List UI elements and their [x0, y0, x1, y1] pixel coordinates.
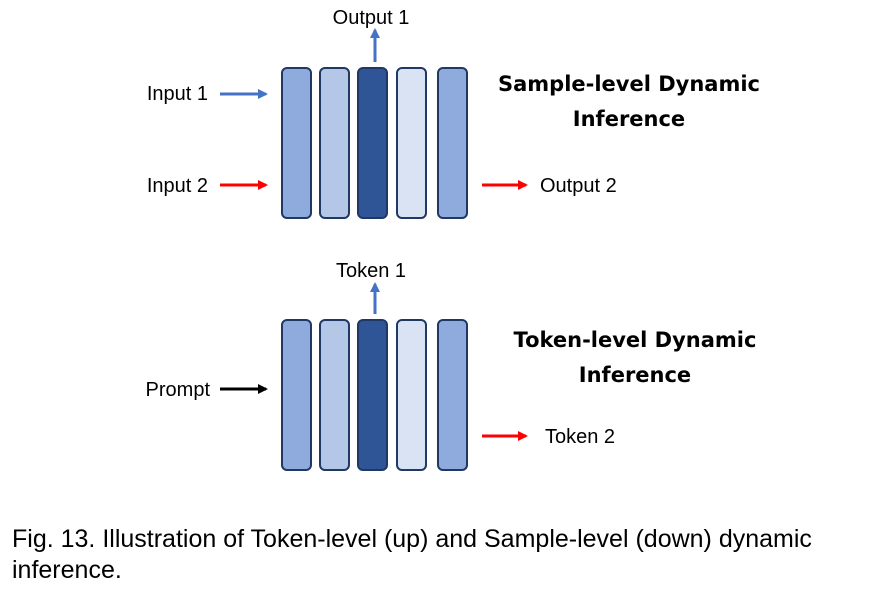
figure-caption: Fig. 13. Illustration of Token-level (up…	[12, 525, 812, 584]
output2-label: Output 2	[540, 175, 617, 197]
top-title-line2: Inference	[573, 107, 685, 131]
bottom-title-line2: Inference	[579, 363, 691, 387]
bottom-layer-4	[396, 319, 427, 471]
top-layer-4	[396, 67, 427, 219]
bottom-diagram: Token 1 Prompt Token 2 Token-level Dynam…	[146, 260, 757, 471]
top-layer-5	[437, 67, 468, 219]
top-layer-3	[357, 67, 388, 219]
bottom-layer-stack	[281, 319, 468, 471]
bottom-title-line1: Token-level Dynamic	[514, 328, 757, 352]
bottom-layer-2	[319, 319, 350, 471]
bottom-layer-5	[437, 319, 468, 471]
bottom-layer-3	[357, 319, 388, 471]
top-title-line1: Sample-level Dynamic	[498, 72, 760, 96]
top-diagram: Output 1 Input 1 Input 2 Output 2 Sample…	[147, 7, 760, 219]
top-layer-stack	[281, 67, 468, 219]
top-layer-1	[281, 67, 312, 219]
token1-label: Token 1	[336, 260, 406, 282]
output1-label: Output 1	[333, 7, 410, 29]
top-layer-2	[319, 67, 350, 219]
token2-label: Token 2	[545, 426, 615, 448]
prompt-label: Prompt	[146, 379, 211, 401]
input1-label: Input 1	[147, 83, 208, 105]
bottom-layer-1	[281, 319, 312, 471]
input2-label: Input 2	[147, 175, 208, 197]
